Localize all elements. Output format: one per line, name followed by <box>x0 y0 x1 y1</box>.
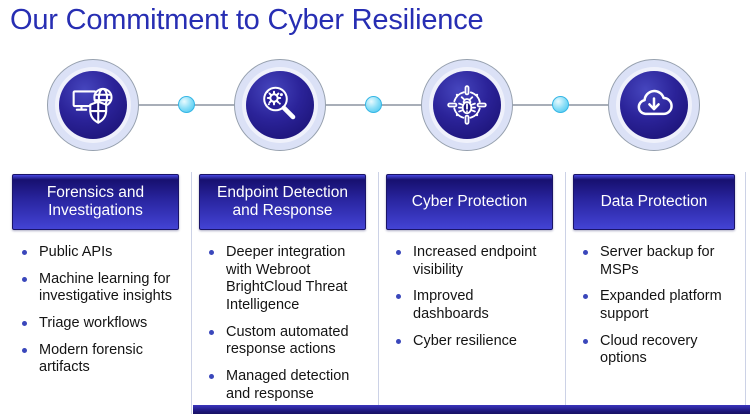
icon-circle-forensics <box>47 59 139 151</box>
malware-magnifier-icon <box>263 86 296 120</box>
connector-dot-icon <box>178 96 195 113</box>
column-forensics: Forensics and Investigations Public APIs… <box>4 172 187 386</box>
column-cyber-protection: Cyber Protection Increased endpoint visi… <box>378 172 561 359</box>
icon-circle-inner <box>620 71 688 139</box>
bullet-dot-icon <box>396 294 401 300</box>
bullet-text: Cloud recovery options <box>600 332 698 367</box>
column-header-cyber-protection: Cyber Protection <box>386 174 553 230</box>
list-item: Increased endpoint visibility <box>394 244 561 279</box>
bullet-text: Modern forensic artifacts <box>39 341 143 376</box>
column-edr: Endpoint Detection and Response Deeper i… <box>191 172 374 413</box>
bullet-dot-icon <box>583 294 588 300</box>
bullet-dot-icon <box>22 321 27 327</box>
bullet-list: Public APIs Machine learning for investi… <box>4 244 187 377</box>
bullet-dot-icon <box>22 347 27 353</box>
icon-circle-inner <box>59 71 127 139</box>
bullet-dot-icon <box>583 250 588 255</box>
bullet-dot-icon <box>396 338 401 344</box>
bullet-dot-icon <box>22 250 27 255</box>
connector-dot-icon <box>552 96 569 113</box>
bullet-text: Deeper integration with Webroot BrightCl… <box>226 244 348 314</box>
column-header-edr: Endpoint Detection and Response <box>199 174 366 230</box>
bullet-text: Managed detection and response <box>226 368 350 402</box>
bullet-text: Increased endpoint visibility <box>413 244 537 278</box>
page-title: Our Commitment to Cyber Resilience <box>10 4 484 36</box>
list-item: Triage workflows <box>20 315 187 333</box>
column-divider <box>191 172 192 414</box>
icon-circle-data-protection <box>608 59 700 151</box>
column-divider <box>378 172 379 414</box>
list-item: Deeper integration with Webroot BrightCl… <box>207 244 374 315</box>
bullet-list: Deeper integration with Webroot BrightCl… <box>191 244 374 404</box>
bullet-text: Custom automated response actions <box>226 323 349 358</box>
bullet-text: Public APIs <box>39 244 113 260</box>
connector-dot-icon <box>365 96 382 113</box>
list-item: Public APIs <box>20 244 187 262</box>
list-item: Machine learning for investigative insig… <box>20 271 187 306</box>
list-item: Improved dashboards <box>394 288 561 323</box>
icon-circle-cyber-protection <box>421 59 513 151</box>
bullet-dot-icon <box>209 329 214 335</box>
column-header-forensics: Forensics and Investigations <box>12 174 179 230</box>
bottom-clipped-banner <box>193 405 750 414</box>
list-item: Cyber resilience <box>394 333 561 351</box>
bullet-list: Server backup for MSPs Expanded platform… <box>565 244 743 368</box>
bullet-dot-icon <box>209 250 214 255</box>
column-divider <box>565 172 566 414</box>
bullet-dot-icon <box>583 338 588 344</box>
list-item: Server backup for MSPs <box>581 244 743 279</box>
monitor-globe-shield-icon <box>72 87 113 124</box>
icon-circle-inner <box>433 71 501 139</box>
bullet-list: Increased endpoint visibility Improved d… <box>378 244 561 350</box>
bullet-text: Machine learning for investigative insig… <box>39 270 172 305</box>
column-divider <box>745 172 746 414</box>
list-item: Custom automated response actions <box>207 324 374 359</box>
bullet-text: Cyber resilience <box>413 332 517 349</box>
bullet-dot-icon <box>396 250 401 255</box>
column-data-protection: Data Protection Server backup for MSPs E… <box>565 172 743 377</box>
bullet-text: Improved dashboards <box>413 288 489 323</box>
bullet-text: Triage workflows <box>39 315 148 332</box>
bullet-dot-icon <box>22 276 27 282</box>
cloud-download-icon <box>637 89 673 116</box>
list-item: Managed detection and response <box>207 368 374 403</box>
bullet-dot-icon <box>209 374 214 380</box>
list-item: Cloud recovery options <box>581 333 743 368</box>
list-item: Expanded platform support <box>581 288 743 323</box>
bug-target-icon <box>447 85 487 125</box>
bullet-text: Expanded platform support <box>600 288 722 323</box>
column-header-data-protection: Data Protection <box>573 174 735 230</box>
list-item: Modern forensic artifacts <box>20 342 187 377</box>
bullet-text: Server backup for MSPs <box>600 244 715 278</box>
icon-circle-inner <box>246 71 314 139</box>
icon-circle-edr <box>234 59 326 151</box>
